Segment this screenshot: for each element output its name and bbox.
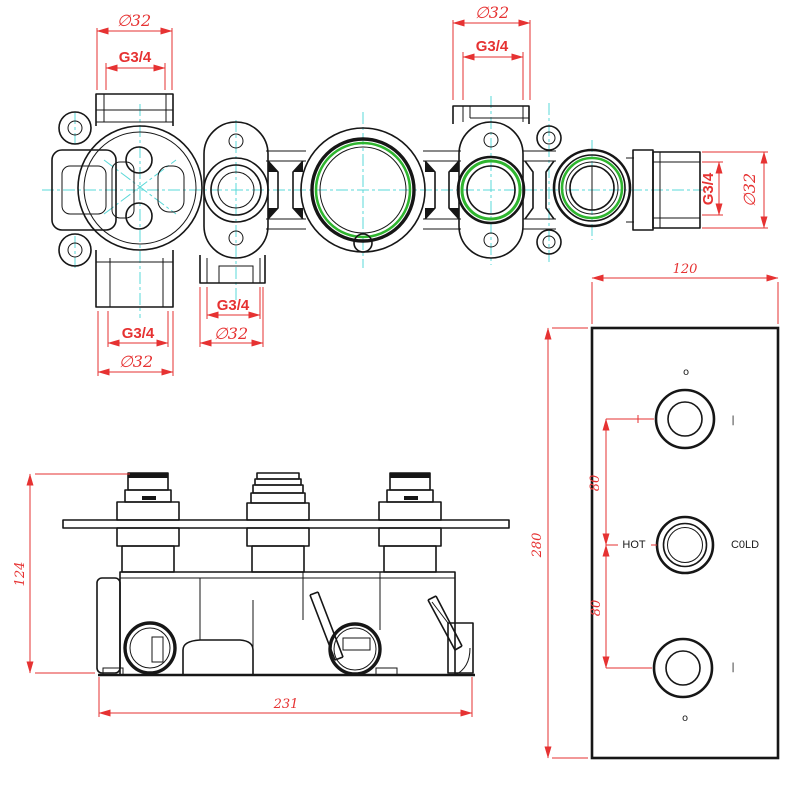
faceplate-outline xyxy=(590,326,780,760)
dim-outlet-dia: ∅32 xyxy=(740,173,759,207)
label-hot: HOT xyxy=(622,539,646,551)
label-cold: C0LD xyxy=(731,539,759,551)
side-outlet-pipe xyxy=(626,149,701,231)
manifold-link-2 xyxy=(423,150,461,230)
manifold-link-3 xyxy=(523,125,562,255)
dim-outlet-thread: G3/4 xyxy=(700,172,717,205)
dim-inlet1-bottom-dia: ∅32 xyxy=(119,352,153,371)
marker-top-dot: o xyxy=(683,367,689,378)
top-view-manifold: ∅32 G3/4 G3/4 ∅32 G3/4 ∅32 ∅32 G3/4 xyxy=(42,3,768,376)
dim-inlet1-top-dia: ∅32 xyxy=(117,11,151,30)
panel-dimensions: 120 280 80 80 xyxy=(530,262,779,759)
flanged-port-left xyxy=(199,121,269,284)
dim-side-height: 124 xyxy=(13,562,28,587)
dim-port2-dia: ∅32 xyxy=(214,324,248,343)
marker-right-tick-top: | xyxy=(731,415,734,426)
manifold-link-1 xyxy=(266,150,306,230)
oring-seal-outlet xyxy=(560,156,624,220)
dim-port4-dia: ∅32 xyxy=(475,3,509,22)
outlet-seal-port xyxy=(552,148,632,228)
dim-port2-thread: G3/4 xyxy=(217,297,250,314)
knob-middle-thermostat xyxy=(655,515,715,575)
valve-stem-2 xyxy=(246,472,310,573)
valve-body xyxy=(96,571,475,677)
side-view-valve-body: 124 231 xyxy=(13,472,510,717)
dim-panel-width: 120 xyxy=(673,262,698,277)
side-port-mid xyxy=(328,622,382,676)
side-view-dimensions: 124 231 xyxy=(13,473,473,717)
flanged-port-right xyxy=(452,105,530,259)
mixer-port-center xyxy=(300,127,426,253)
top-view-dimensions: ∅32 G3/4 G3/4 ∅32 G3/4 ∅32 ∅32 G3/4 xyxy=(96,3,768,376)
side-port-left xyxy=(123,621,177,675)
marker-bottom-dot: o xyxy=(682,713,688,724)
thermostat-housing xyxy=(51,93,203,308)
dim-knob-spacing-upper: 80 xyxy=(588,475,603,492)
valve-stem-3 xyxy=(378,472,442,573)
marker-right-tick-bottom: | xyxy=(731,662,734,673)
dim-port4-thread: G3/4 xyxy=(476,38,509,55)
knob-bottom xyxy=(652,637,714,699)
dim-panel-height: 280 xyxy=(530,533,545,559)
cartridge-bore xyxy=(77,125,203,251)
knob-top xyxy=(654,388,716,450)
dim-inlet1-bottom-thread: G3/4 xyxy=(122,325,155,342)
dim-side-length: 231 xyxy=(273,697,299,712)
dim-knob-spacing-lower: 80 xyxy=(589,600,604,617)
front-view-faceplate: o | | o HOT C0LD 120 280 80 80 xyxy=(530,262,780,760)
oring-seal-center xyxy=(314,141,412,239)
dim-inlet1-top-thread: G3/4 xyxy=(119,49,152,66)
oring-seal-port4 xyxy=(460,159,522,221)
